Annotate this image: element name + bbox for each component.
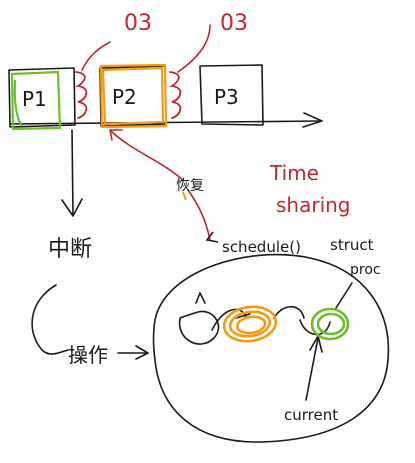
operation-label: 操作: [68, 343, 108, 367]
time-sharing-line2: sharing: [276, 193, 351, 217]
current-label: current: [284, 406, 338, 424]
p2-highlight: [99, 63, 168, 129]
process-label-p1: P1: [22, 87, 47, 111]
current-node-green: [310, 307, 350, 341]
current-node-orange: [222, 305, 278, 343]
p1-down-arrow: [61, 129, 83, 217]
p1-highlight: [10, 70, 62, 131]
switch-pointer-curves: [81, 24, 211, 241]
restore-label: 恢复: [176, 177, 204, 194]
schedule-label: schedule(): [222, 238, 301, 256]
kernel-circle: [152, 253, 390, 443]
process-box-p3: [199, 64, 264, 126]
process-box-p1: [8, 67, 76, 128]
struct-proc-pointer: [335, 282, 353, 309]
process-label-p2: P2: [112, 85, 137, 109]
schedule-up-arrow: [205, 231, 219, 243]
time-sharing-line1: Time: [269, 161, 319, 185]
operation-to-kernel-arrow: [117, 345, 149, 360]
current-pointer: [305, 335, 323, 401]
context-switch-scribbles: [75, 71, 182, 119]
top-label-2: 03: [220, 11, 248, 36]
proc-label: proc: [350, 262, 381, 278]
struct-label: struct: [330, 236, 374, 254]
restore-marker: [182, 191, 187, 201]
process-label-p3: P3: [214, 85, 239, 109]
interrupt-to-operation-arrow: [31, 284, 69, 355]
top-label-1: 03: [124, 11, 152, 36]
interrupt-label: 中断: [48, 237, 92, 262]
inner-arrow-tick: [195, 292, 206, 304]
